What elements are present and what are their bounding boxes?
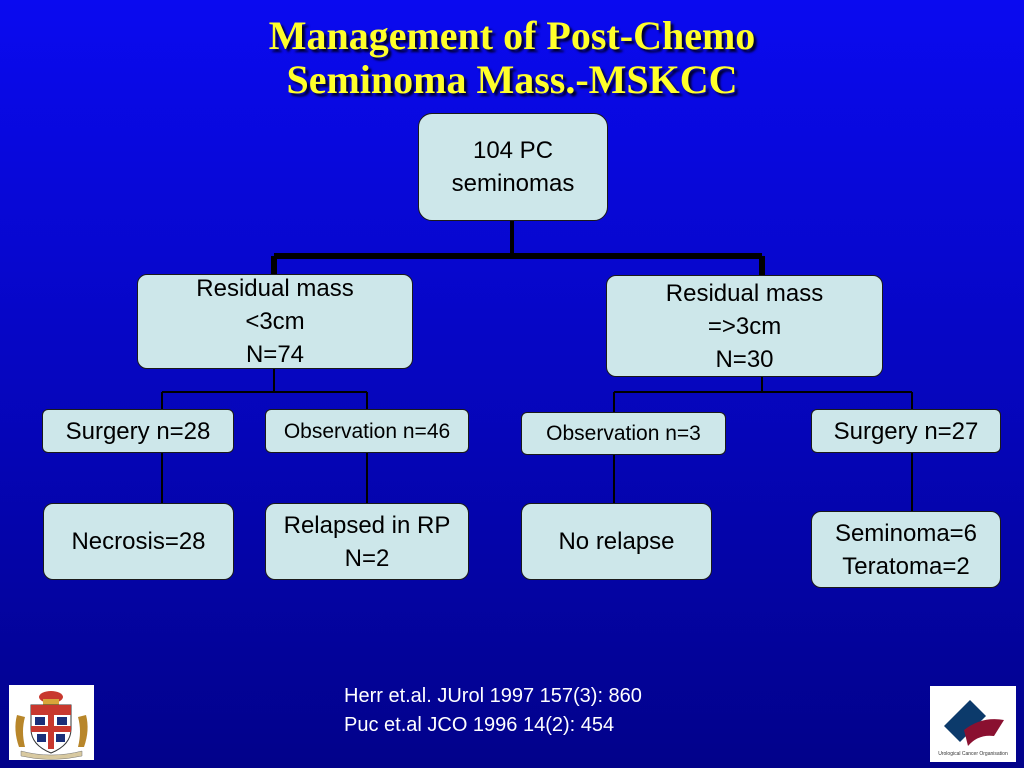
node-left-surgery: Surgery n=28 [42,409,234,453]
node-residual-large-line-3: N=30 [715,345,774,373]
node-residual-large-line-2: =>3cm [707,312,782,340]
node-residual-large-line-1: Residual mass [665,279,824,307]
node-residual-mass-large: Residual mass =>3cm N=30 [606,275,883,377]
node-root-line-2: seminomas [451,170,575,197]
title-line-1: Management of Post-Chemo [268,13,756,58]
node-relapsed: Relapsed in RP N=2 [265,503,469,580]
node-right-surgery: Surgery n=27 [811,409,1001,453]
node-root: 104 PC seminomas [418,113,608,221]
node-relapsed-line-2: N=2 [344,544,390,572]
title-line-2: Seminoma Mass.-MSKCC [286,57,738,102]
node-left-observation: Observation n=46 [265,409,469,453]
reference-2: Puc et.al JCO 1996 14(2): 454 [344,714,615,736]
node-outcome-line-2: Teratoma=2 [842,552,970,580]
node-necrosis: Necrosis=28 [43,503,234,580]
slide-title: Management of Post-Chemo Seminoma Mass.-… [0,14,1024,102]
node-no-relapse: No relapse [521,503,712,580]
urological-cancer-organisation-logo-icon [944,700,1004,746]
logo-caption: Urological Cancer Organisation [938,751,1008,757]
node-surgery-outcome: Seminoma=6 Teratoma=2 [811,511,1001,588]
node-root-line-1: 104 PC [472,137,554,164]
references: Herr et.al. JUrol 1997 157(3): 860 Puc e… [344,682,642,740]
reference-1: Herr et.al. JUrol 1997 157(3): 860 [344,685,642,707]
node-outcome-line-1: Seminoma=6 [834,519,978,547]
node-right-observation: Observation n=3 [521,412,726,455]
node-relapsed-line-1: Relapsed in RP [283,511,451,539]
node-residual-small-line-2: <3cm [245,308,305,335]
urological-cancer-organisation-logo: Urological Cancer Organisation [930,686,1016,762]
node-residual-mass-small: Residual mass <3cm N=74 [137,274,413,369]
node-residual-small-line-3: N=74 [245,341,305,368]
coat-of-arms-icon [15,691,88,760]
coat-of-arms-logo [9,685,94,760]
node-residual-small-line-1: Residual mass [196,275,354,302]
